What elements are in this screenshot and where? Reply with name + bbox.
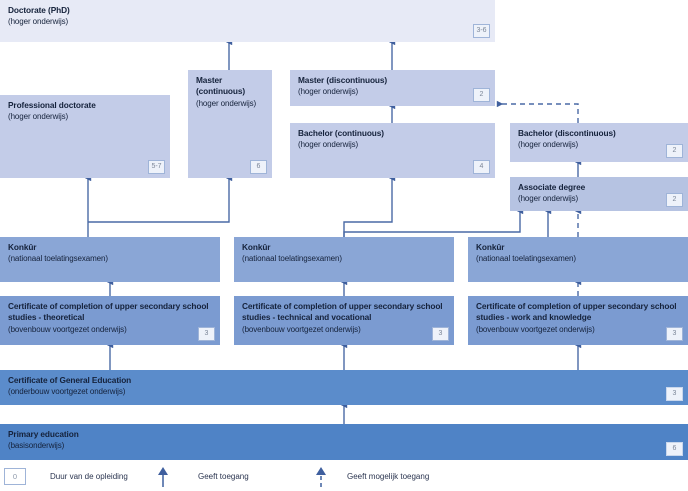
box-professional-doctorate-subtitle: (hoger onderwijs) bbox=[8, 112, 69, 122]
box-master-continuous-title2: (continuous) bbox=[196, 86, 246, 97]
box-konkur-right[interactable]: Konkûr (nationaal toelatingsexamen) bbox=[468, 237, 688, 282]
box-master-discontinuous-title: Master (discontinuous) bbox=[298, 75, 388, 85]
box-konkur-right-title: Konkûr bbox=[476, 242, 505, 252]
legend-solid-arrow-icon bbox=[158, 467, 168, 487]
box-primary-education-subtitle: (basisonderwijs) bbox=[8, 441, 65, 451]
box-primary-education[interactable]: Primary education (basisonderwijs) 6 bbox=[0, 424, 688, 460]
arrow-konkur-mid-to-bachelor bbox=[343, 174, 396, 237]
badge-associate-degree-duration: 2 bbox=[666, 193, 683, 207]
legend-duration-badge: 0 bbox=[4, 468, 26, 485]
box-master-discontinuous-subtitle: (hoger onderwijs) bbox=[298, 87, 359, 97]
box-cert-technical[interactable]: Certificate of completion of upper secon… bbox=[234, 296, 454, 345]
box-cert-technical-title: Certificate of completion of upper secon… bbox=[242, 301, 443, 311]
box-konkur-middle-title: Konkûr bbox=[242, 242, 271, 252]
legend: 0 Duur van de opleiding Geeft toegang Ge… bbox=[0, 463, 688, 491]
badge-master-continuous-duration: 6 bbox=[250, 160, 267, 174]
box-associate-degree[interactable]: Associate degree (hoger onderwijs) 2 bbox=[510, 177, 688, 211]
box-cert-technical-title2: studies - technical and vocational bbox=[242, 312, 372, 323]
box-bachelor-discontinuous-title: Bachelor (discontinuous) bbox=[518, 128, 616, 138]
box-doctorate[interactable]: Doctorate (PhD) (hoger onderwijs) 3-6 bbox=[0, 0, 495, 42]
box-bachelor-discontinuous[interactable]: Bachelor (discontinuous) (hoger onderwij… bbox=[510, 123, 688, 162]
box-professional-doctorate[interactable]: Professional doctorate (hoger onderwijs)… bbox=[0, 95, 170, 178]
box-cert-work[interactable]: Certificate of completion of upper secon… bbox=[468, 296, 688, 345]
box-konkur-left-title: Konkûr bbox=[8, 242, 37, 252]
box-professional-doctorate-title: Professional doctorate bbox=[8, 100, 96, 110]
box-cert-work-title: Certificate of completion of upper secon… bbox=[476, 301, 677, 311]
box-bachelor-continuous[interactable]: Bachelor (continuous) (hoger onderwijs) … bbox=[290, 123, 495, 178]
box-cert-work-title2: studies - work and knowledge bbox=[476, 312, 592, 323]
box-cert-theoretical-subtitle: (bovenbouw voortgezet onderwijs) bbox=[8, 324, 127, 334]
badge-cert-theoretical-duration: 3 bbox=[198, 327, 215, 341]
box-general-education-title: Certificate of General Education bbox=[8, 375, 132, 385]
badge-bachelor-discontinuous-duration: 2 bbox=[666, 144, 683, 158]
legend-duration-label: Duur van de opleiding bbox=[50, 472, 128, 481]
box-konkur-left-subtitle: (nationaal toelatingsexamen) bbox=[8, 254, 108, 264]
legend-access-label: Geeft toegang bbox=[198, 472, 249, 481]
box-bachelor-continuous-subtitle: (hoger onderwijs) bbox=[298, 140, 359, 150]
box-primary-education-title: Primary education bbox=[8, 429, 79, 439]
arrow-konkur-to-master-cont bbox=[88, 174, 233, 223]
arrow-bachelor-disc-to-master-disc-dashed bbox=[496, 100, 579, 123]
box-konkur-middle[interactable]: Konkûr (nationaal toelatingsexamen) bbox=[234, 237, 454, 282]
box-cert-theoretical[interactable]: Certificate of completion of upper secon… bbox=[0, 296, 220, 345]
badge-primary-education-duration: 6 bbox=[666, 442, 683, 456]
box-master-continuous[interactable]: Master (continuous) (hoger onderwijs) 6 bbox=[188, 70, 272, 178]
box-konkur-right-subtitle: (nationaal toelatingsexamen) bbox=[476, 254, 576, 264]
box-cert-technical-subtitle: (bovenbouw voortgezet onderwijs) bbox=[242, 324, 361, 334]
box-cert-work-subtitle: (bovenbouw voortgezet onderwijs) bbox=[476, 324, 595, 334]
box-master-discontinuous[interactable]: Master (discontinuous) (hoger onderwijs)… bbox=[290, 70, 495, 106]
box-master-continuous-title: Master bbox=[196, 75, 223, 85]
box-associate-degree-title: Associate degree bbox=[518, 182, 586, 192]
box-cert-theoretical-title: Certificate of completion of upper secon… bbox=[8, 301, 209, 311]
box-doctorate-title: Doctorate (PhD) bbox=[8, 5, 70, 15]
box-general-education[interactable]: Certificate of General Education (onderb… bbox=[0, 370, 688, 405]
badge-doctorate-duration: 3-6 bbox=[473, 24, 490, 38]
arrow-konkur-mid-to-associate bbox=[343, 207, 524, 237]
box-konkur-left[interactable]: Konkûr (nationaal toelatingsexamen) bbox=[0, 237, 220, 282]
legend-possible-access-label: Geeft mogelijk toegang bbox=[347, 472, 430, 481]
box-konkur-middle-subtitle: (nationaal toelatingsexamen) bbox=[242, 254, 342, 264]
box-associate-degree-subtitle: (hoger onderwijs) bbox=[518, 194, 579, 204]
badge-general-education-duration: 3 bbox=[666, 387, 683, 401]
badge-cert-work-duration: 3 bbox=[666, 327, 683, 341]
box-doctorate-subtitle: (hoger onderwijs) bbox=[8, 17, 69, 27]
badge-master-discontinuous-duration: 2 bbox=[473, 88, 490, 102]
box-cert-theoretical-title2: studies - theoretical bbox=[8, 312, 85, 323]
box-bachelor-continuous-title: Bachelor (continuous) bbox=[298, 128, 384, 138]
box-general-education-subtitle: (onderbouw voortgezet onderwijs) bbox=[8, 387, 126, 397]
legend-dashed-arrow-icon bbox=[316, 467, 326, 487]
badge-professional-doctorate-duration: 5-7 bbox=[148, 160, 165, 174]
badge-bachelor-continuous-duration: 4 bbox=[473, 160, 490, 174]
badge-cert-technical-duration: 3 bbox=[432, 327, 449, 341]
box-master-continuous-subtitle: (hoger onderwijs) bbox=[196, 98, 257, 108]
box-bachelor-discontinuous-subtitle: (hoger onderwijs) bbox=[518, 140, 579, 150]
